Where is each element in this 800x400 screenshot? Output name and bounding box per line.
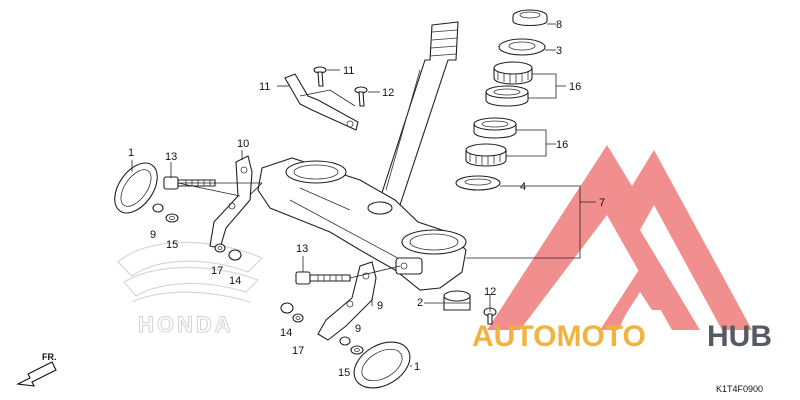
bolt-13b: [295, 271, 351, 285]
lower-race: [473, 117, 517, 139]
alignment-lines: [177, 89, 401, 279]
steering-stem: [377, 21, 459, 206]
callout-1a: 1: [128, 147, 134, 159]
front-direction-arrow: FR.: [16, 352, 57, 387]
callout-14a: 14: [229, 275, 241, 287]
watermark-brand-part2: HUB: [707, 320, 772, 353]
callout-13a: 13: [165, 151, 177, 163]
callout-17b: 17: [292, 345, 304, 357]
watermark-brand-part1: AUTOMOTO: [472, 320, 646, 353]
callout-11a: 11: [343, 65, 354, 77]
cap-1-upper: [114, 162, 158, 214]
leader-lines: [131, 23, 596, 367]
lower-dust-seal: [455, 175, 501, 191]
bracket-7: [209, 155, 253, 249]
callout-14b: 14: [280, 327, 292, 339]
lower-bearing: [465, 143, 507, 167]
honda-ghost-text: HONDA: [138, 312, 234, 337]
small-parts: [152, 203, 364, 355]
callout-17a: 17: [211, 265, 223, 277]
upper-bearing: [493, 61, 533, 85]
stem-nut: [512, 9, 548, 27]
callout-5: 7: [599, 197, 605, 209]
callout-1b: 1: [414, 361, 420, 373]
callouts: 1 13 10 11 11 12 8 3 16 16 4 7 9 15 17 1…: [128, 19, 605, 379]
screw-11a: [313, 66, 327, 87]
collar-2: [443, 290, 471, 311]
cap-1-lower: [353, 341, 411, 389]
screw-11b: [354, 86, 368, 107]
callout-10: 11: [259, 81, 270, 93]
callout-11b: 12: [382, 87, 394, 99]
callout-4: 4: [520, 181, 526, 193]
dust-seal: [498, 38, 546, 56]
callout-7: 10: [237, 138, 249, 150]
watermark-text: AUTOMOTO HUB: [472, 320, 772, 353]
callout-16b: 16: [556, 139, 568, 151]
bracket-8: [317, 261, 377, 341]
callout-15a: 15: [166, 239, 178, 251]
callout-15b: 15: [338, 367, 350, 379]
callout-13b: 13: [296, 243, 308, 255]
upper-race: [485, 85, 529, 107]
callout-2: 2: [417, 297, 423, 309]
front-direction-label: FR.: [42, 352, 57, 362]
callout-3: 3: [556, 45, 562, 57]
cable-bracket: [284, 73, 359, 131]
drawing-code: K1T4F0900: [716, 384, 763, 394]
callout-16a: 16: [569, 81, 581, 93]
callout-12: 12: [484, 286, 496, 298]
watermark-logo: [487, 145, 752, 330]
callout-9b: 9: [355, 323, 361, 335]
callout-8: 9: [377, 300, 383, 312]
bottom-bridge: [257, 157, 467, 291]
callout-6: 8: [556, 19, 562, 31]
honda-ghost-logo: HONDA: [117, 241, 264, 338]
callout-9a: 9: [150, 229, 156, 241]
